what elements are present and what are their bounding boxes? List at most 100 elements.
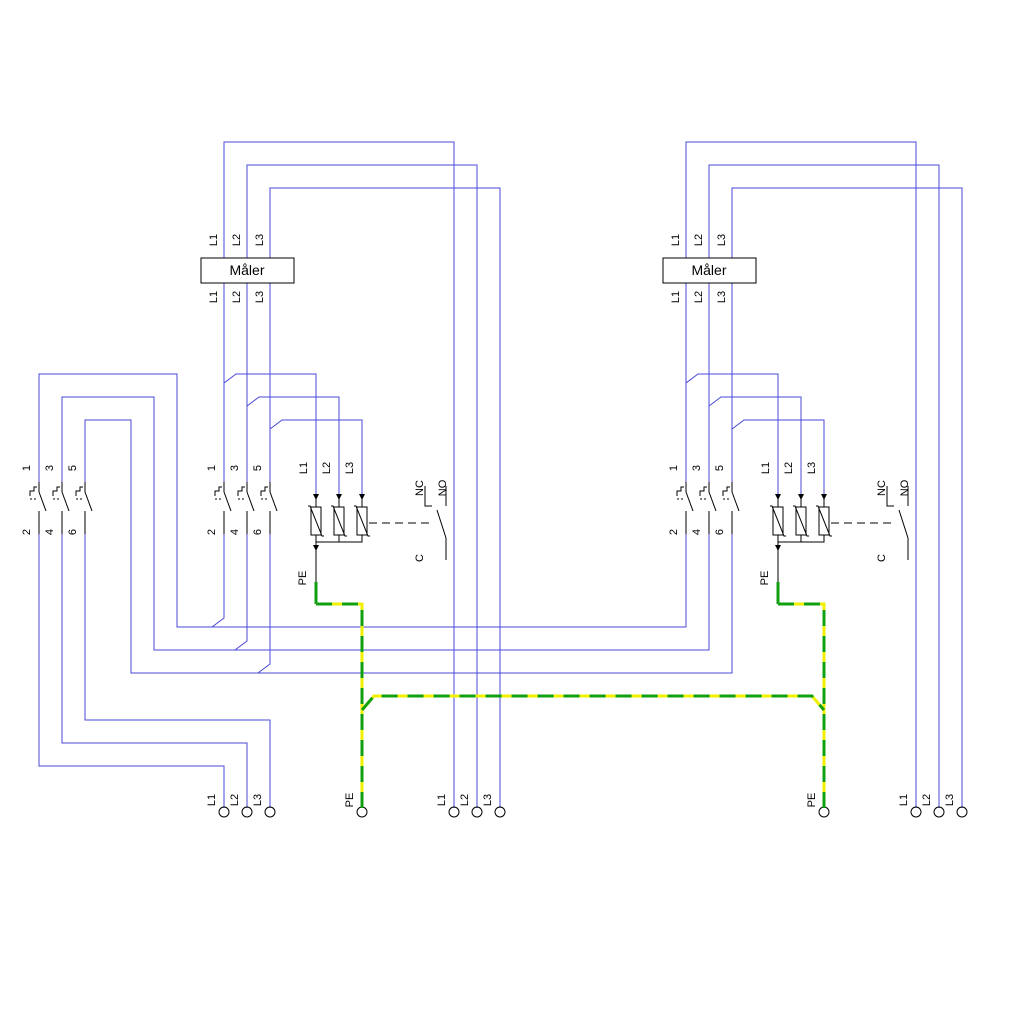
wire-left-meter-l2-out: [246, 283, 340, 498]
pe-right-yellow: [778, 602, 826, 808]
breaker-top-terminal-label: 5: [67, 465, 79, 471]
wire-cross-l2-right: [235, 534, 710, 651]
surge-pe-arrow: [775, 545, 781, 551]
wire-out-l2: [61, 534, 248, 808]
phase-wires: [38, 141, 963, 808]
breaker-output-left: 1 2 3 4 5 6: [21, 465, 93, 535]
terminal-label: PE: [806, 793, 818, 808]
breaker-top-terminal-label: 5: [252, 465, 264, 471]
breaker-contact-blade: [61, 491, 70, 512]
wire-cross-l1: [38, 373, 225, 628]
wire-right-meter-l3-out: [731, 283, 825, 498]
wire-right-meter-l3-supply: [731, 187, 963, 808]
breaker-contact-blade: [38, 491, 47, 512]
breaker-bottom-terminal-label: 6: [67, 529, 79, 535]
breaker-trip-mark: [722, 486, 730, 496]
terminal-group-pe-left: PE: [344, 793, 368, 818]
surge-pe-arrow: [313, 545, 319, 551]
wire-right-meter-l2-out: [708, 283, 802, 498]
terminal-label: L1: [206, 794, 218, 806]
breaker-trip-mark: [52, 486, 60, 496]
breaker-top-terminal-label: 1: [206, 465, 218, 471]
pe-conductors: [314, 582, 826, 808]
breaker-bottom-terminal-label: 4: [229, 529, 241, 535]
terminal-connector: [264, 806, 276, 818]
meter-input-label: L1: [670, 234, 682, 246]
meter-output-label: L3: [254, 291, 266, 303]
breaker-bottom-terminal-label: 6: [252, 529, 264, 535]
surge-phase-label: L3: [344, 462, 356, 474]
aux-c-label: C: [414, 554, 426, 562]
terminal-label: L3: [944, 794, 956, 806]
aux-nc-terminal: [886, 486, 894, 507]
breaker-trip-mark: [260, 486, 268, 496]
breaker-contact-blade: [246, 491, 255, 512]
terminal-label: L2: [459, 794, 471, 806]
breaker-contact-blade: [269, 491, 278, 512]
breaker-top-terminal-label: 3: [691, 465, 703, 471]
breaker-trip-mark: [75, 486, 83, 496]
meter-output-label: L2: [693, 291, 705, 303]
wire-left-meter-l3-out: [269, 283, 363, 498]
meter-output-label: L2: [231, 291, 243, 303]
surge-phase-label: L1: [760, 462, 772, 474]
breaker-top-terminal-label: 1: [21, 465, 33, 471]
pe-left-green: [316, 602, 364, 808]
pe-left-yellow: [316, 602, 364, 808]
meter-label: Måler: [691, 262, 726, 278]
breaker-bottom-terminal-label: 4: [44, 529, 56, 535]
terminal-group-pe-right: PE: [806, 793, 830, 818]
breaker-trip-mark: [699, 486, 707, 496]
surge-terminal-arrow: [775, 494, 781, 500]
surge-pe-label: PE: [759, 571, 771, 586]
breaker-bottom-terminal-label: 2: [206, 529, 218, 535]
breaker-main-left: 1 2 3 4 5 6: [206, 465, 278, 535]
surge-phase-label: L2: [783, 462, 795, 474]
breaker-contact-blade: [685, 491, 694, 512]
meter-box: [200, 257, 295, 284]
surge-varistor-slash: [331, 505, 347, 537]
terminal-connector: [933, 806, 945, 818]
surge-varistor-slash: [354, 505, 370, 537]
pe-crossbar-green: [360, 694, 826, 711]
breaker-bottom-terminal-label: 4: [691, 529, 703, 535]
meter-label: Måler: [229, 262, 264, 278]
terminal-connector: [910, 806, 922, 818]
aux-nc-label: NC: [876, 480, 888, 496]
surge-terminal-arrow: [359, 494, 365, 500]
meter-input-label: L2: [693, 234, 705, 246]
wire-cross-l2: [61, 396, 248, 651]
aux-nc-label: NC: [414, 480, 426, 496]
generated-symbols: L1L1L2L2L3L3L1L1L2L2L3L31234561234561234…: [21, 234, 968, 818]
wire-out-l1: [38, 534, 225, 808]
meter-output-label: L1: [670, 291, 682, 303]
meter-output-label: L1: [208, 291, 220, 303]
surge-terminal-arrow: [821, 494, 827, 500]
breaker-trip-mark: [29, 486, 37, 496]
breaker-top-terminal-label: 3: [229, 465, 241, 471]
breaker-top-terminal-label: 3: [44, 465, 56, 471]
terminal-connector: [241, 806, 253, 818]
surge-phase-label: L3: [806, 462, 818, 474]
wire-right-meter-l1-out: [685, 283, 779, 498]
terminal-connector: [218, 806, 230, 818]
aux-contact-blade: [436, 509, 447, 539]
breaker-contact-blade: [223, 491, 232, 512]
surge-varistor-slash: [308, 505, 324, 537]
breaker-bottom-terminal-label: 2: [21, 529, 33, 535]
wire-cross-l1-right: [212, 534, 687, 628]
breaker-bottom-terminal-label: 6: [714, 529, 726, 535]
aux-nc-terminal: [424, 486, 432, 507]
wire-right-meter-l1-supply: [685, 141, 917, 808]
terminal-label: L3: [482, 794, 494, 806]
meter-left: Måler: [200, 257, 295, 284]
surge-varistor-slash: [770, 505, 786, 537]
surge-phase-label: L2: [321, 462, 333, 474]
surge-terminal-arrow: [336, 494, 342, 500]
